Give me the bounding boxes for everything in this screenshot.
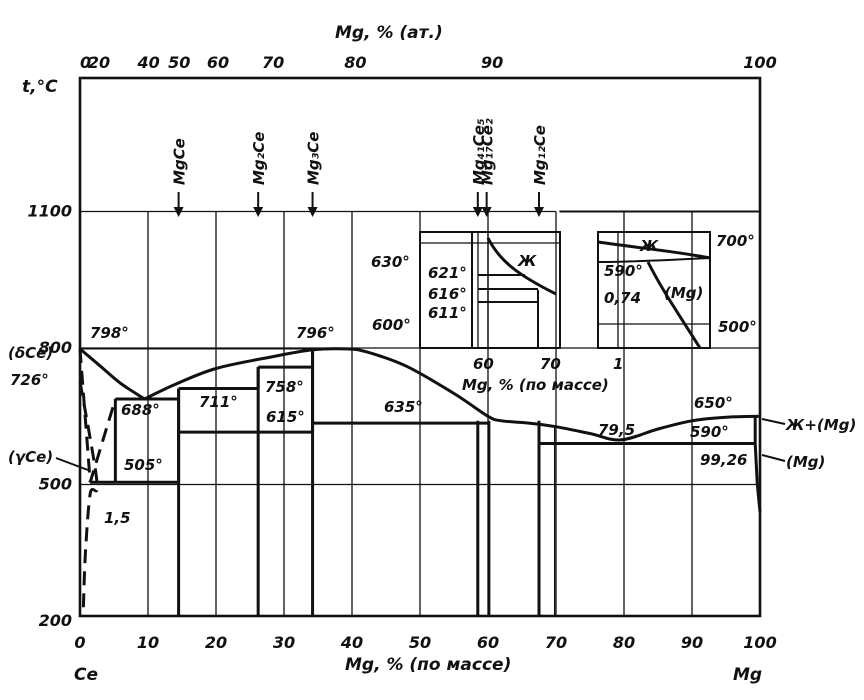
bottom-tick: 70: [545, 633, 567, 652]
compound-label-mg17ce2: Mg₁₇Ce₂: [479, 118, 497, 185]
phase-curves: [55, 347, 786, 608]
inset-right-tick-500: 500°: [718, 318, 757, 336]
bottom-tick: 100: [743, 633, 776, 652]
liquidus-main-curve: [143, 347, 761, 442]
label-505: 505°: [124, 456, 163, 474]
bottom-tick: 10: [137, 633, 159, 652]
inset-right-590: 590°: [604, 262, 643, 280]
inset-left-frame: [419, 231, 561, 349]
label-711: 711°: [199, 393, 238, 411]
compound-label-mgce: MgCe: [171, 138, 189, 185]
bottom-tick: 90: [681, 633, 703, 652]
inset-right-x-1: 1: [613, 355, 623, 373]
label-1-5: 1,5: [104, 509, 131, 527]
inset-left-616: 616°: [428, 285, 467, 303]
bottom-axis-title: Mg, % (по массе): [345, 655, 511, 675]
inset-left-liquidus: [486, 237, 557, 296]
compound-label-mg12ce: Mg₁₂Ce: [531, 125, 549, 185]
label-726: 726°: [10, 371, 49, 389]
label-99-26: 99,26: [700, 451, 747, 469]
inset-left-tick-630: 630°: [371, 253, 410, 271]
compound-label-mg41ce5: Mg₄₁Ce₅: [470, 118, 488, 185]
mg-solvus: [753, 416, 762, 512]
compound-arrow-head: [307, 207, 318, 217]
solvus-dashed-curve: [78, 381, 99, 608]
label-mg-phase: (Mg): [786, 453, 825, 471]
right-element-label: Mg: [733, 665, 762, 685]
inset-right-solvus: [646, 261, 702, 349]
inset-right-liquid: Ж: [639, 237, 659, 255]
label-590: 590°: [690, 423, 729, 441]
inset-left-611: 611°: [428, 304, 467, 322]
top-tick: 80: [344, 53, 366, 72]
inset-left-x-title: Mg, % (по массе): [462, 376, 609, 394]
compound-arrow-head: [173, 207, 184, 217]
compound-arrow-head: [253, 207, 264, 217]
label-688: 688°: [121, 401, 160, 419]
y-axis-title: t,°C: [22, 77, 58, 97]
compound-arrow-head: [472, 207, 483, 217]
inset-left-621: 621°: [428, 264, 467, 282]
y-tick: 500: [39, 475, 72, 494]
inset-left-x-70: 70: [540, 355, 561, 373]
inset-left: 630° 600° 621° 616° 611° Ж 60 70 Mg, % (…: [371, 231, 609, 394]
y-axis-ticks: 1100 800 500 200: [27, 202, 72, 631]
y-tick: 800: [39, 338, 72, 357]
inset-right: 700° 500° Ж 590° 0,74 (Mg) 1: [597, 231, 757, 373]
bottom-tick: 50: [409, 633, 431, 652]
bottom-tick: 80: [613, 633, 635, 652]
top-tick: 70: [262, 53, 284, 72]
label-gamma-ce: (γCe): [8, 448, 53, 466]
top-tick: 90: [481, 53, 503, 72]
compound-label-mg3ce: Mg₃Ce: [305, 132, 323, 185]
top-tick: 100: [743, 53, 776, 72]
inset-right-mg: (Mg): [664, 284, 703, 302]
label-delta-ce: (δCe): [8, 344, 53, 362]
label-650: 650°: [694, 394, 733, 412]
compound-label-mg2ce: Mg₂Ce: [250, 132, 268, 185]
bottom-axis-ticks: 0 10 20 30 40 50 60 70 80 90 100: [74, 633, 776, 652]
label-758: 758°: [265, 378, 304, 396]
label-635: 635°: [384, 398, 423, 416]
bottom-tick: 40: [340, 633, 363, 652]
inset-left-x-60: 60: [473, 355, 494, 373]
bottom-tick: 30: [273, 633, 295, 652]
bottom-tick: 20: [205, 633, 227, 652]
top-tick: 20: [88, 53, 110, 72]
left-element-label: Ce: [74, 665, 98, 685]
inset-right-074: 0,74: [604, 289, 641, 307]
inset-right-frame: [597, 231, 711, 349]
inset-right-tick-700: 700°: [716, 232, 755, 250]
inset-right-liquidus: [597, 240, 711, 260]
compound-arrow-head: [481, 207, 492, 217]
label-798: 798°: [90, 324, 129, 342]
top-axis-ticks: 0 20 40 50 60 70 80 90 100: [80, 53, 777, 72]
compound-markers: MgCe Mg₂Ce Mg₃Ce Mg₄₁Ce₅ Mg₁₇Ce₂ Mg₁₂Ce: [171, 118, 556, 616]
inset-left-tick-600: 600°: [372, 316, 411, 334]
label-liquid-mg: Ж+(Mg): [785, 416, 856, 434]
y-tick: 1100: [27, 202, 72, 221]
compound-arrow-head: [534, 207, 544, 217]
bottom-tick: 0: [74, 633, 85, 652]
bottom-tick: 60: [477, 633, 499, 652]
y-tick: 200: [39, 611, 72, 630]
temperature-annotations: 798° 796° (δCe) 726° 688° 711° 758° 615°…: [8, 324, 856, 527]
solvus-dashed-curve-2: [78, 348, 117, 483]
top-tick: 50: [168, 53, 190, 72]
label-796: 796°: [296, 324, 335, 342]
arrow-gamma-ce: [55, 457, 89, 471]
inset-left-liquid: Ж: [517, 252, 537, 270]
top-tick: 60: [207, 53, 229, 72]
arrow-liquid-mg: [761, 418, 786, 425]
top-tick: 40: [137, 53, 160, 72]
label-79-5: 79,5: [598, 421, 635, 439]
arrow-mg: [761, 454, 786, 462]
top-axis-title: Mg, % (ат.): [335, 23, 443, 43]
inset-right-h590: [597, 257, 711, 263]
label-615: 615°: [266, 408, 305, 426]
top-tick: 0: [80, 53, 91, 72]
liquidus-left-curve: [79, 347, 146, 401]
